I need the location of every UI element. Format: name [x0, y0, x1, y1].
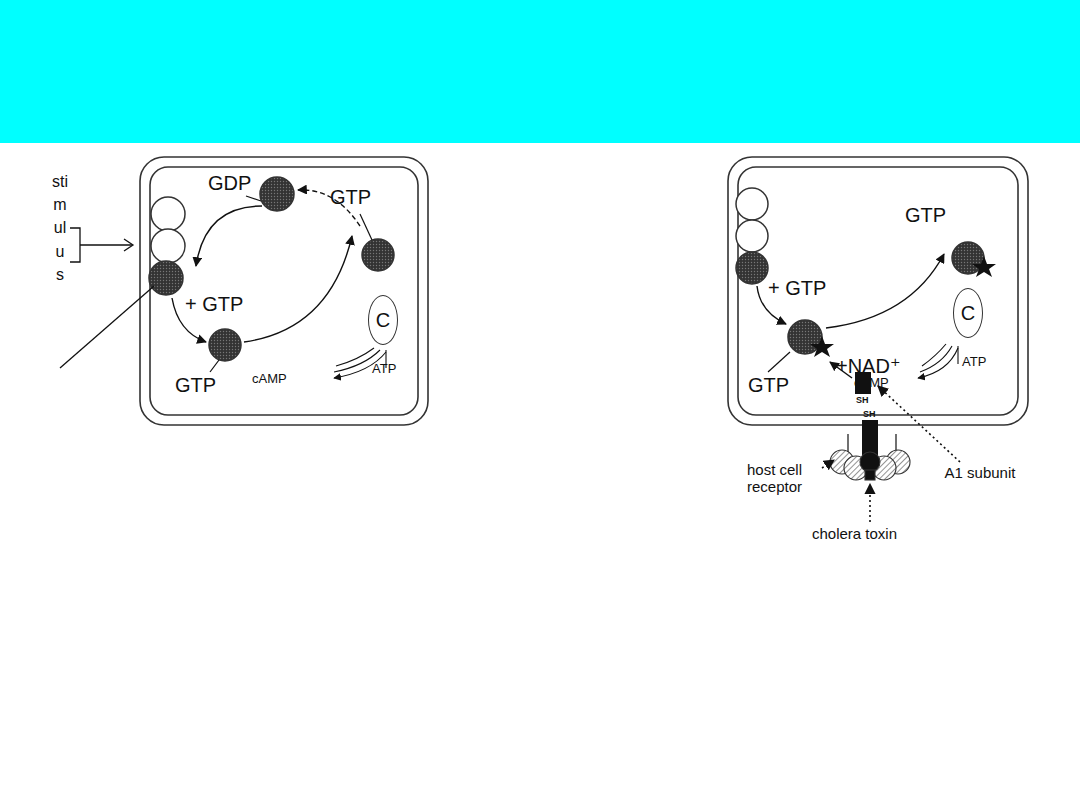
cell-outline	[150, 167, 418, 415]
adp-ribose-star	[810, 336, 834, 357]
leader-line	[246, 196, 261, 201]
g-protein	[260, 177, 294, 211]
cycle-arrow	[196, 206, 262, 266]
dotted-leader	[822, 386, 960, 522]
g-protein	[209, 329, 241, 361]
receptor	[151, 229, 185, 263]
cell-outline	[140, 157, 428, 425]
receptor	[736, 188, 768, 284]
g-protein	[209, 177, 394, 361]
gtp-label: GTP	[905, 204, 946, 226]
leader-line	[768, 352, 790, 372]
pointer-line	[60, 286, 154, 368]
membrane-break	[847, 434, 848, 452]
stimulus-bracket	[70, 228, 80, 262]
cell-outline	[728, 157, 1028, 425]
cyclase-oval: C	[953, 288, 983, 338]
atp-arrow	[920, 346, 952, 372]
receptor	[736, 188, 768, 220]
cycle-arrow	[244, 236, 352, 342]
adp-ribose-star	[810, 256, 996, 357]
toxin-receptor	[860, 452, 880, 472]
leader-line	[768, 352, 790, 372]
toxin-receptor	[830, 450, 910, 480]
atp-arrow	[922, 344, 946, 366]
gtp-label: + GTP	[185, 293, 243, 315]
atp-label: ATP	[962, 355, 986, 369]
gdp-label: GDP	[208, 172, 251, 194]
receptor	[151, 197, 185, 231]
cyclase-label: C	[961, 303, 975, 323]
receptor	[149, 261, 183, 295]
leader-line	[360, 214, 372, 240]
cell-outline	[728, 157, 1028, 425]
gtp-label: + GTP	[768, 277, 826, 299]
cycle-arrow	[172, 190, 360, 342]
camp-label: cAMP	[854, 376, 889, 390]
leader-line	[210, 360, 219, 372]
receptor	[736, 220, 768, 252]
cell-outline	[140, 157, 428, 425]
stimulus-bracket	[80, 244, 132, 245]
receptor	[149, 197, 185, 295]
dotted-leader	[822, 460, 834, 468]
sh-label: SH	[863, 410, 876, 420]
cyclase-label: C	[376, 310, 390, 330]
stimulus-label: stimulus	[52, 170, 68, 286]
atp-arrow	[918, 344, 958, 378]
receptor-label: host cell receptor	[722, 462, 827, 495]
header-band	[0, 0, 1080, 143]
camp-label: cAMP	[252, 372, 287, 386]
dotted-leader	[878, 386, 960, 462]
stimulus-bracket	[70, 228, 133, 262]
toxin-label: cholera toxin	[812, 526, 897, 543]
gtp-label: GTP	[748, 374, 789, 396]
atp-arrow	[336, 348, 374, 366]
atp-arrow	[957, 346, 958, 364]
subunit-label: A1 subunit	[940, 465, 1020, 482]
cyclase-oval: C	[368, 295, 398, 345]
cycle-arrow	[757, 254, 944, 378]
gtp-label: GTP	[330, 186, 371, 208]
adp-ribose-star	[972, 256, 996, 277]
g-protein	[362, 239, 394, 271]
dotted-leader	[869, 484, 871, 522]
membrane-break	[848, 434, 896, 452]
cycle-arrow	[826, 254, 944, 328]
cell-outline	[738, 167, 1018, 415]
nad-label: +NAD⁺	[836, 355, 900, 377]
atp-label: ATP	[372, 362, 396, 376]
gtp-label: GTP	[175, 374, 216, 396]
stimulus-bracket	[124, 239, 133, 251]
sh-label: SH	[856, 396, 869, 406]
leader-line	[210, 196, 372, 372]
receptor	[736, 252, 768, 284]
membrane-break	[895, 434, 896, 452]
toxin-receptor	[865, 470, 875, 480]
pointer-line	[60, 286, 154, 368]
